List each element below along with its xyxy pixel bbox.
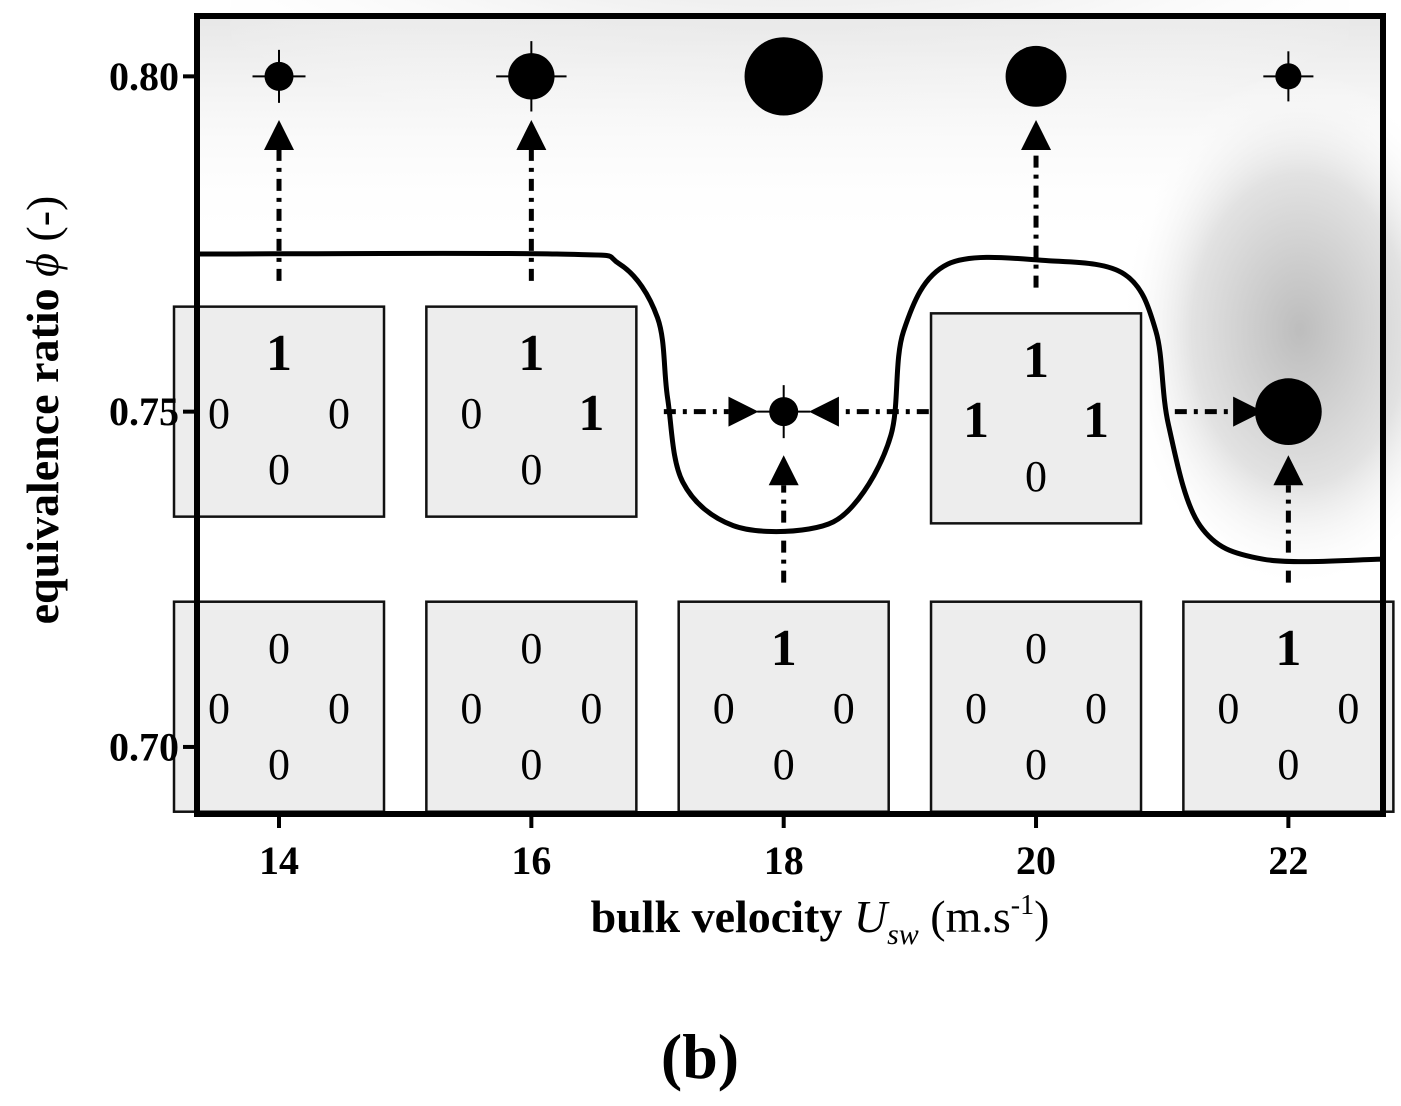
arrow-head	[1273, 455, 1304, 486]
mode-box-frame	[929, 312, 1143, 525]
mode-box-bottom-value: 0	[268, 740, 290, 789]
mode-box-frame	[425, 305, 638, 518]
mode-box-bottom-value: 0	[268, 445, 290, 494]
mode-box-bottom-value: 0	[773, 740, 795, 789]
arrow-head	[516, 119, 547, 150]
mode-box-top-value: 0	[520, 624, 542, 673]
mode-box-right-value: 0	[1085, 684, 1107, 733]
arrow-head	[1233, 396, 1264, 427]
mode-box-right-value: 0	[328, 684, 350, 733]
boundary-curve-layer	[196, 250, 1384, 565]
data-point	[1263, 51, 1314, 102]
data-point	[1255, 378, 1322, 445]
mode-box-bottom-value: 0	[1277, 740, 1299, 789]
arrow-head	[264, 119, 295, 150]
mode-box-left-value: 0	[208, 389, 230, 438]
mode-box-top-value: 1	[1275, 620, 1301, 677]
x-tick-label: 16	[511, 838, 551, 883]
data-point	[757, 385, 811, 439]
plot-frame	[194, 13, 1386, 817]
mode-box-frame	[1182, 600, 1395, 813]
arrow-head	[768, 455, 799, 486]
mode-box-right-value: 0	[580, 684, 602, 733]
transition-arrow	[264, 119, 295, 281]
arrow-head	[808, 396, 839, 427]
mode-box-bottom-value: 0	[520, 740, 542, 789]
arrow-head	[728, 396, 759, 427]
mode-box-left-value: 0	[208, 684, 230, 733]
transition-arrow	[663, 396, 759, 427]
mode-box-bottom-value: 0	[1025, 740, 1047, 789]
transition-arrow	[1174, 396, 1264, 427]
mode-box-bottom-value: 0	[1025, 452, 1047, 501]
transition-arrow	[1021, 119, 1052, 288]
mode-box-right-value: 0	[1337, 684, 1359, 733]
mode-box-right-value: 1	[578, 385, 604, 442]
mode-box-top-value: 0	[268, 624, 290, 673]
mode-box-left-value: 1	[963, 392, 989, 449]
point-marker	[1275, 63, 1302, 90]
point-marker	[1005, 45, 1067, 107]
arrow-head	[1021, 119, 1052, 150]
transition-arrow	[1273, 455, 1304, 583]
mode-box-frame	[677, 600, 890, 813]
x-tick-label: 18	[764, 838, 804, 883]
y-tick-label: 0.80	[109, 54, 179, 99]
y-ticks-layer: 0.80 0.75 0.70	[109, 54, 197, 769]
transition-arrow	[768, 455, 799, 583]
mode-box-left-value: 0	[1217, 684, 1239, 733]
mode-box-bottom-value: 0	[520, 445, 542, 494]
mode-box-frame	[172, 305, 386, 518]
mode-box-left-value: 0	[713, 684, 735, 733]
mode-box-right-value: 0	[328, 389, 350, 438]
x-ticks-layer: 14 16 18 20 22	[259, 814, 1308, 883]
y-axis-label: equivalence ratio ϕ (-)	[17, 196, 68, 625]
data-point	[744, 37, 823, 116]
mode-box-top-value: 1	[1023, 332, 1049, 389]
data-point	[252, 49, 306, 103]
mode-box-left-value: 0	[460, 684, 482, 733]
mode-box-right-value: 1	[1083, 392, 1109, 449]
y-tick-label: 0.70	[109, 724, 179, 769]
transition-arrow	[808, 396, 929, 427]
point-marker	[1255, 378, 1322, 445]
mode-box-frame	[929, 600, 1143, 813]
mode-box-frame	[425, 600, 638, 813]
mode-box-top-value: 0	[1025, 624, 1047, 673]
mode-box-right-value: 0	[833, 684, 855, 733]
mode-box-left-value: 0	[460, 389, 482, 438]
mode-box-left-value: 0	[965, 684, 987, 733]
y-tick-label: 0.75	[109, 389, 179, 434]
mode-box-top-value: 1	[771, 620, 797, 677]
mode-box-top-value: 1	[266, 325, 292, 382]
arrows-layer	[264, 119, 1304, 583]
x-tick-label: 14	[259, 838, 299, 883]
point-marker	[264, 61, 294, 91]
data-points-layer	[252, 37, 1322, 445]
panel-label: (b)	[661, 1021, 739, 1092]
data-point	[496, 41, 567, 112]
mode-box-frame	[172, 600, 386, 813]
x-axis-label: bulk velocity Usw (m.s-1)	[591, 890, 1050, 951]
x-tick-label: 20	[1016, 838, 1056, 883]
point-marker	[744, 37, 823, 116]
point-marker	[508, 53, 555, 100]
data-point	[1005, 45, 1067, 107]
mode-box-top-value: 1	[518, 325, 544, 382]
x-tick-label: 22	[1268, 838, 1308, 883]
transition-arrow	[516, 119, 547, 281]
point-marker	[769, 397, 799, 427]
stability-boundary-curve	[196, 250, 1384, 565]
